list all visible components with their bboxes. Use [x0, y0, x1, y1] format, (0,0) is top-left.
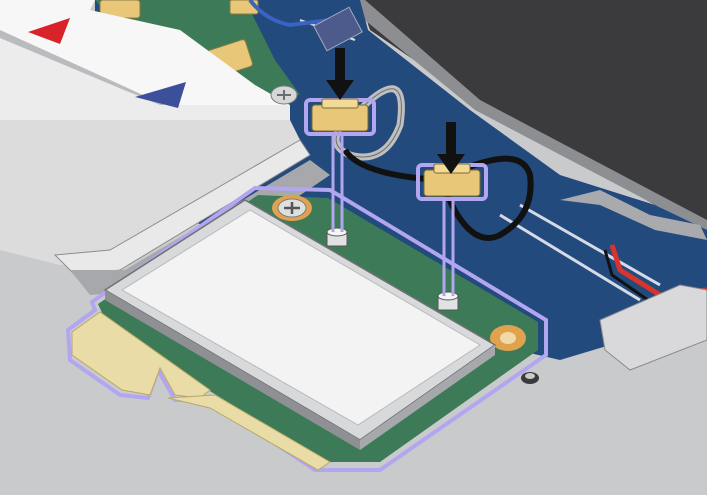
lid-edge	[350, 0, 707, 232]
board-trace	[519, 203, 661, 287]
screw-hole	[525, 373, 535, 379]
card-post	[326, 227, 348, 247]
triangle-left-icon	[135, 82, 186, 108]
card-frame-side	[105, 290, 360, 450]
gold-contacts	[71, 311, 211, 399]
left-chassis-plane	[0, 120, 305, 265]
top-sheet-plane	[0, 38, 290, 125]
down-arrow-icon	[326, 48, 354, 100]
board-connector	[599, 284, 707, 371]
screw-pad	[490, 325, 526, 351]
gray-antenna-cable-outline	[335, 88, 402, 158]
gold-contacts	[167, 394, 331, 471]
cable-clip	[313, 6, 363, 52]
chassis-step	[560, 190, 707, 240]
down-arrow-icon	[437, 122, 465, 174]
card-post	[437, 291, 459, 311]
screw-icon	[272, 195, 312, 221]
blue-cable	[248, 0, 331, 28]
card-label	[121, 209, 481, 426]
board-trace	[499, 213, 641, 302]
lid-dark-panel	[360, 0, 707, 225]
black-antenna-cable	[342, 148, 534, 241]
screw-icon	[270, 85, 298, 105]
triangle-left-icon	[28, 18, 70, 44]
card-frame-side	[360, 345, 495, 450]
